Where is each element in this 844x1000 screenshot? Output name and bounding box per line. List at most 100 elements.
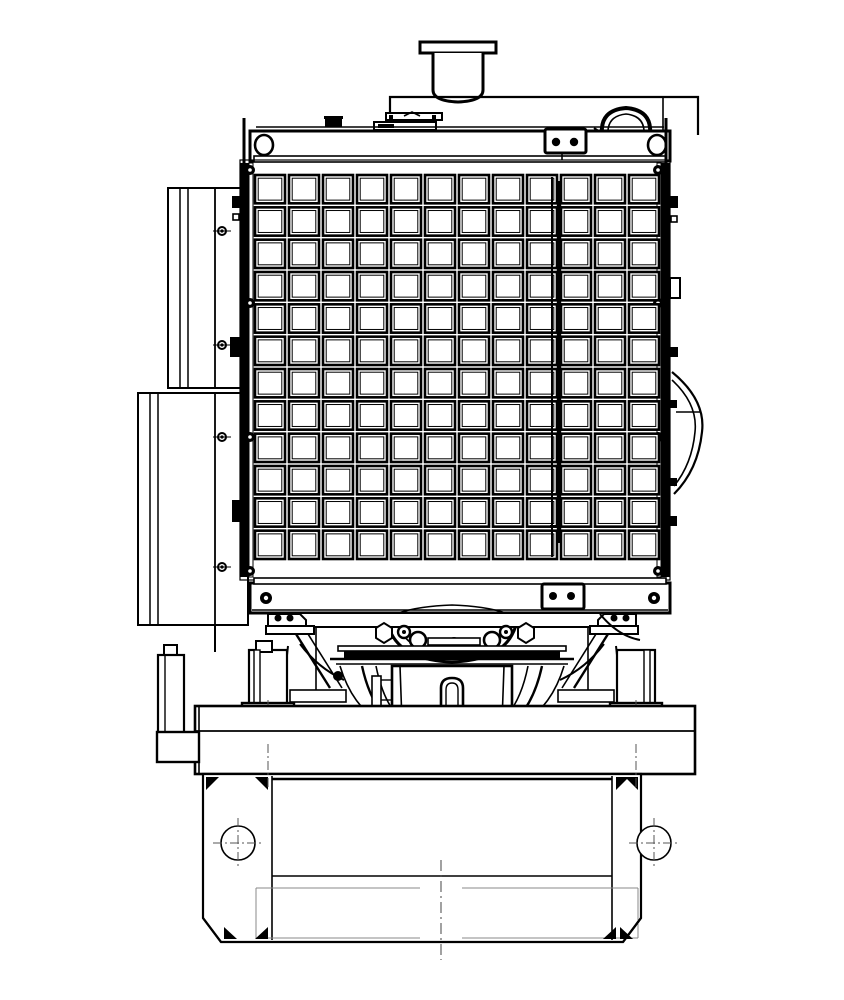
grille-cell-inner [597, 436, 623, 460]
grille-cell [491, 173, 525, 205]
grille-cell-inner [257, 274, 283, 298]
grille-cell [491, 529, 525, 561]
grille-cell-inner [393, 404, 419, 427]
grille-cell [253, 238, 287, 270]
grille-cell [423, 529, 457, 561]
grille-cell-inner [563, 371, 589, 395]
grille-cell-inner [325, 468, 351, 492]
radiator-core-grille [253, 173, 661, 561]
grille-cell-inner [427, 339, 453, 363]
grille-cell [559, 529, 593, 561]
grille-cell [593, 529, 627, 561]
grille-cell [355, 464, 389, 496]
left-side-panel-stack [137, 187, 249, 652]
exhaust-pipe [431, 53, 485, 104]
grille-cell-inner [529, 436, 555, 460]
fan-shroud-arc [671, 371, 704, 495]
grille-cell [287, 367, 321, 399]
grille-cell [627, 303, 661, 334]
grille-cell [491, 206, 525, 237]
grille-cell-inner [461, 242, 487, 266]
tank-gusset-tl [206, 777, 219, 790]
grille-cell [321, 335, 355, 367]
grille-cell [321, 400, 355, 431]
grille-cell-inner [291, 242, 317, 266]
tank-lift-hole-left [213, 818, 263, 868]
grille-cell-inner [495, 404, 521, 427]
grille-cell-inner [257, 533, 283, 557]
grille-cell-inner [563, 242, 589, 266]
grille-cell [253, 464, 287, 496]
grille-cell-inner [631, 501, 657, 524]
grille-cell [423, 270, 457, 302]
grille-cell [253, 367, 287, 399]
grille-cell-inner [393, 501, 419, 524]
top-rail-right-eye [646, 133, 668, 157]
exhaust-flange [418, 40, 498, 55]
grille-cell-inner [597, 501, 623, 524]
grille-cell-inner [529, 404, 555, 427]
grille-cell-inner [529, 177, 555, 201]
grille-cell-inner [427, 242, 453, 266]
fuel-tank-outline [201, 772, 643, 944]
grille-cell-inner [291, 404, 317, 427]
grille-cell-inner [257, 404, 283, 427]
grille-cell-inner [529, 274, 555, 298]
engine-upper-crossmember [299, 612, 605, 628]
grille-cell-inner [393, 371, 419, 395]
lug-hole-right [569, 137, 579, 147]
grille-cell [491, 335, 525, 367]
frame-left-post [240, 163, 249, 577]
grille-cell-inner [291, 210, 317, 233]
grille-cell-inner [359, 210, 385, 233]
grille-cell [491, 464, 525, 496]
grille-cell [321, 206, 355, 237]
grille-cell [457, 173, 491, 205]
grille-cell-inner [257, 436, 283, 460]
grille-cell-inner [597, 468, 623, 492]
grille-cell-inner [597, 533, 623, 557]
grille-cell [457, 270, 491, 302]
grille-cell-inner [325, 339, 351, 363]
grille-cell [559, 335, 593, 367]
grille-cell-inner [495, 436, 521, 460]
grille-cell [423, 497, 457, 528]
grille-cell [355, 173, 389, 205]
grille-cell [355, 335, 389, 367]
grille-cell-inner [529, 339, 555, 363]
grille-cell [321, 432, 355, 464]
frame-side-clips [230, 196, 681, 526]
right-bracket-cluster [557, 613, 641, 703]
grille-cell [457, 206, 491, 237]
grille-cell-inner [291, 307, 317, 330]
grille-cell [253, 206, 287, 237]
grille-cell [457, 303, 491, 334]
grille-cell [287, 529, 321, 561]
base-frame-left-step [155, 730, 201, 764]
grille-cell [627, 464, 661, 496]
grille-cell [321, 173, 355, 205]
grille-cell-inner [495, 468, 521, 492]
grille-cell [593, 335, 627, 367]
skid-base-frame [155, 704, 697, 776]
grille-cell-inner [495, 242, 521, 266]
grille-cell-inner [393, 533, 419, 557]
grille-cell-inner [529, 210, 555, 233]
grille-cell-inner [563, 501, 589, 524]
grille-cell [389, 529, 423, 561]
grille-cell-inner [291, 371, 317, 395]
grille-cell-inner [529, 501, 555, 524]
grille-cell [389, 270, 423, 302]
grille-cell-inner [529, 468, 555, 492]
grille-cell [389, 238, 423, 270]
grille-cell [423, 432, 457, 464]
grille-cell-inner [257, 339, 283, 363]
grille-cell-inner [291, 501, 317, 524]
grille-cell-inner [325, 533, 351, 557]
grille-cell [491, 238, 525, 270]
grille-cell [491, 497, 525, 528]
grille-cell [457, 238, 491, 270]
grille-cell [559, 270, 593, 302]
grille-cell [559, 206, 593, 237]
grille-cell [321, 464, 355, 496]
